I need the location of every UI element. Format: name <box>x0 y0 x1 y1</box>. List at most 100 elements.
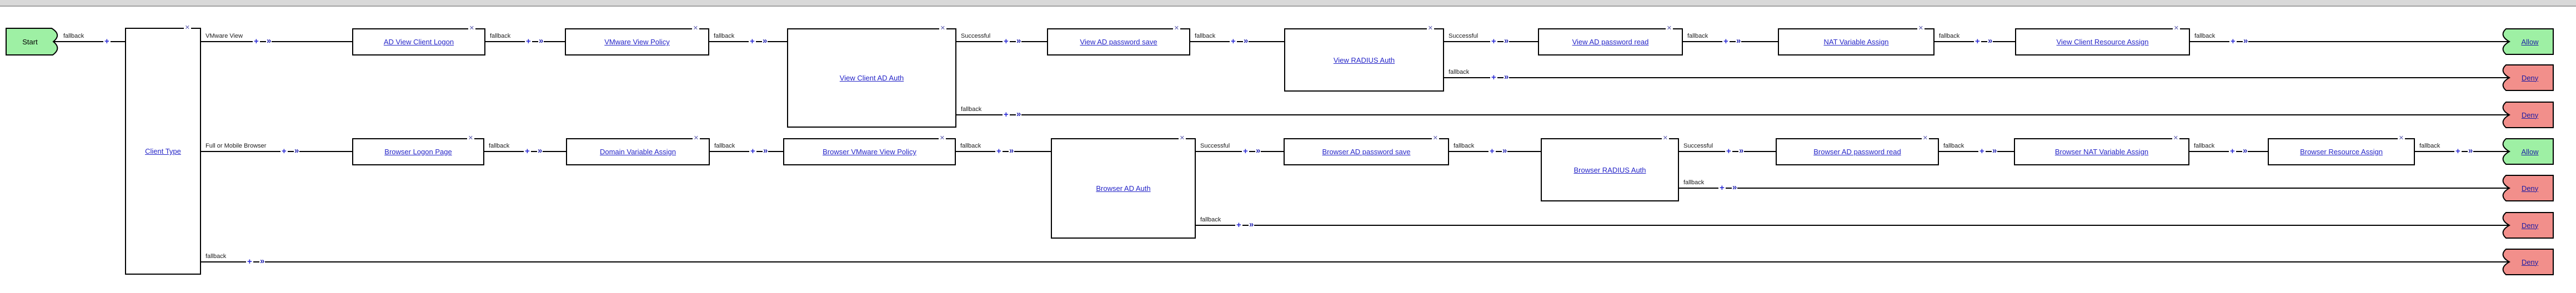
deny-4-link[interactable]: Deny <box>2521 221 2539 230</box>
branch-label: Successful <box>1447 33 1480 40</box>
ad-view-client-logon-link[interactable]: AD View Client Logon <box>383 38 454 46</box>
goto-arrow-icon: » <box>762 36 768 46</box>
deny-4-shape <box>2502 212 2554 239</box>
domain-variable-assign-link[interactable]: Domain Variable Assign <box>599 148 676 156</box>
add-action-button[interactable]: + <box>246 257 253 266</box>
browser-logon-page-link[interactable]: Browser Logon Page <box>384 148 452 156</box>
add-action-button[interactable]: + <box>525 37 532 46</box>
add-action-button[interactable]: + <box>2229 37 2237 46</box>
node-allow-2: Allow <box>2498 138 2554 165</box>
delete-node-icon[interactable]: ✕ <box>939 25 946 32</box>
allow-1-link[interactable]: Allow <box>2521 37 2539 46</box>
add-action-button[interactable]: + <box>1235 220 1242 230</box>
allow-1-shape <box>2502 28 2554 55</box>
view-ad-password-read-link[interactable]: View AD password read <box>1572 38 1649 46</box>
node-ad-view-client-logon: AD View Client Logon ✕ <box>352 25 485 55</box>
browser-ad-password-read-link[interactable]: Browser AD password read <box>1813 148 1901 156</box>
allow-2-link[interactable]: Allow <box>2521 147 2539 156</box>
delete-node-icon[interactable]: ✕ <box>691 25 699 32</box>
node-view-client-resource-assign: View Client Resource Assign ✕ <box>2015 25 2190 55</box>
goto-arrow-icon: » <box>763 146 769 155</box>
branch-label: fallback <box>1686 33 1710 40</box>
delete-node-icon[interactable]: ✕ <box>1921 135 1929 142</box>
view-radius-auth-link[interactable]: View RADIUS Auth <box>1333 55 1395 64</box>
goto-arrow-icon: » <box>537 146 543 155</box>
add-action-button[interactable]: + <box>524 146 531 156</box>
node-browser-vmware-view-policy: Browser VMware View Policy ✕ <box>783 135 956 165</box>
goto-arrow-icon: » <box>266 36 272 46</box>
delete-node-icon[interactable]: ✕ <box>1426 25 1434 32</box>
branch-label: fallback <box>1938 33 1961 40</box>
node-view-client-ad-auth: View Client AD Auth ✕ <box>787 25 956 128</box>
delete-node-icon[interactable]: ✕ <box>2172 25 2180 32</box>
goto-arrow-icon: » <box>1992 146 1998 155</box>
add-action-button[interactable]: + <box>1725 146 1732 156</box>
delete-node-icon[interactable]: ✕ <box>1178 135 1186 142</box>
add-action-button[interactable]: + <box>103 37 111 46</box>
add-action-button[interactable]: + <box>253 37 260 46</box>
add-action-button[interactable]: + <box>1230 37 1237 46</box>
deny-1-link[interactable]: Deny <box>2521 73 2539 82</box>
goto-arrow-icon: » <box>1736 36 1742 46</box>
browser-ad-password-save-link[interactable]: Browser AD password save <box>1322 148 1411 156</box>
add-action-button[interactable]: + <box>1718 183 1726 193</box>
browser-radius-auth-link[interactable]: Browser RADIUS Auth <box>1573 165 1646 174</box>
add-action-button[interactable]: + <box>749 37 756 46</box>
start-label: Start <box>22 37 38 46</box>
node-browser-nat-variable-assign: Browser NAT Variable Assign ✕ <box>2014 135 2189 165</box>
delete-node-icon[interactable]: ✕ <box>1431 135 1439 142</box>
view-ad-password-save-link[interactable]: View AD password save <box>1080 38 1157 46</box>
add-action-button[interactable]: + <box>2229 146 2236 156</box>
node-deny-1: Deny <box>2498 64 2554 91</box>
connector-line-view-radius-auth-to-deny-1 <box>1443 77 2508 78</box>
add-action-button[interactable]: + <box>1722 37 1730 46</box>
add-action-button[interactable]: + <box>1489 146 1496 156</box>
delete-node-icon[interactable]: ✕ <box>2397 135 2405 142</box>
nat-variable-assign-link[interactable]: NAT Variable Assign <box>1823 38 1889 46</box>
vmware-view-policy-link[interactable]: VMware View Policy <box>604 38 670 46</box>
node-browser-ad-auth: Browser AD Auth ✕ <box>1051 135 1196 239</box>
delete-node-icon[interactable]: ✕ <box>1661 135 1669 142</box>
browser-vmware-view-policy-link[interactable]: Browser VMware View Policy <box>823 148 916 156</box>
node-browser-ad-password-read: Browser AD password read ✕ <box>1776 135 1939 165</box>
browser-ad-auth-link[interactable]: Browser AD Auth <box>1096 184 1151 193</box>
delete-node-icon[interactable]: ✕ <box>1665 25 1673 32</box>
node-start: Start <box>6 28 60 55</box>
browser-nat-variable-assign-link[interactable]: Browser NAT Variable Assign <box>2054 148 2149 156</box>
delete-node-icon[interactable]: ✕ <box>183 24 191 31</box>
goto-arrow-icon: » <box>259 256 265 266</box>
client-type-link[interactable]: Client Type <box>145 147 181 155</box>
delete-node-icon[interactable]: ✕ <box>1917 25 1925 32</box>
branch-label: fallback <box>713 143 736 150</box>
deny-3-shape <box>2502 175 2554 201</box>
delete-node-icon[interactable]: ✕ <box>468 25 475 32</box>
add-action-button[interactable]: + <box>2454 146 2462 156</box>
delete-node-icon[interactable]: ✕ <box>938 135 946 142</box>
branch-label: fallback <box>959 143 983 150</box>
browser-resource-assign-link[interactable]: Browser Resource Assign <box>2300 148 2383 156</box>
add-action-button[interactable]: + <box>995 146 1003 156</box>
add-action-button[interactable]: + <box>749 146 756 156</box>
goto-arrow-icon: » <box>1502 146 1508 155</box>
view-client-resource-assign-link[interactable]: View Client Resource Assign <box>2056 38 2149 46</box>
node-deny-5: Deny <box>2498 249 2554 275</box>
delete-node-icon[interactable]: ✕ <box>692 135 700 142</box>
add-action-button[interactable]: + <box>1490 37 1497 46</box>
add-action-button[interactable]: + <box>1490 73 1497 82</box>
deny-3-link[interactable]: Deny <box>2521 184 2539 193</box>
add-action-button[interactable]: + <box>1003 110 1010 119</box>
deny-2-link[interactable]: Deny <box>2521 110 2539 119</box>
add-action-button[interactable]: + <box>1003 37 1010 46</box>
delete-node-icon[interactable]: ✕ <box>2172 135 2179 142</box>
delete-node-icon[interactable]: ✕ <box>467 135 474 142</box>
branch-label: fallback <box>204 253 228 260</box>
view-client-ad-auth-link[interactable]: View Client AD Auth <box>839 74 904 82</box>
add-action-button[interactable]: + <box>1978 146 1986 156</box>
add-action-button[interactable]: + <box>1242 146 1249 156</box>
add-action-button[interactable]: + <box>280 146 288 156</box>
deny-5-link[interactable]: Deny <box>2521 257 2539 266</box>
delete-node-icon[interactable]: ✕ <box>1172 25 1180 32</box>
add-action-button[interactable]: + <box>1974 37 1981 46</box>
connector-line-client-type-to-browser-logon-page <box>200 151 353 152</box>
